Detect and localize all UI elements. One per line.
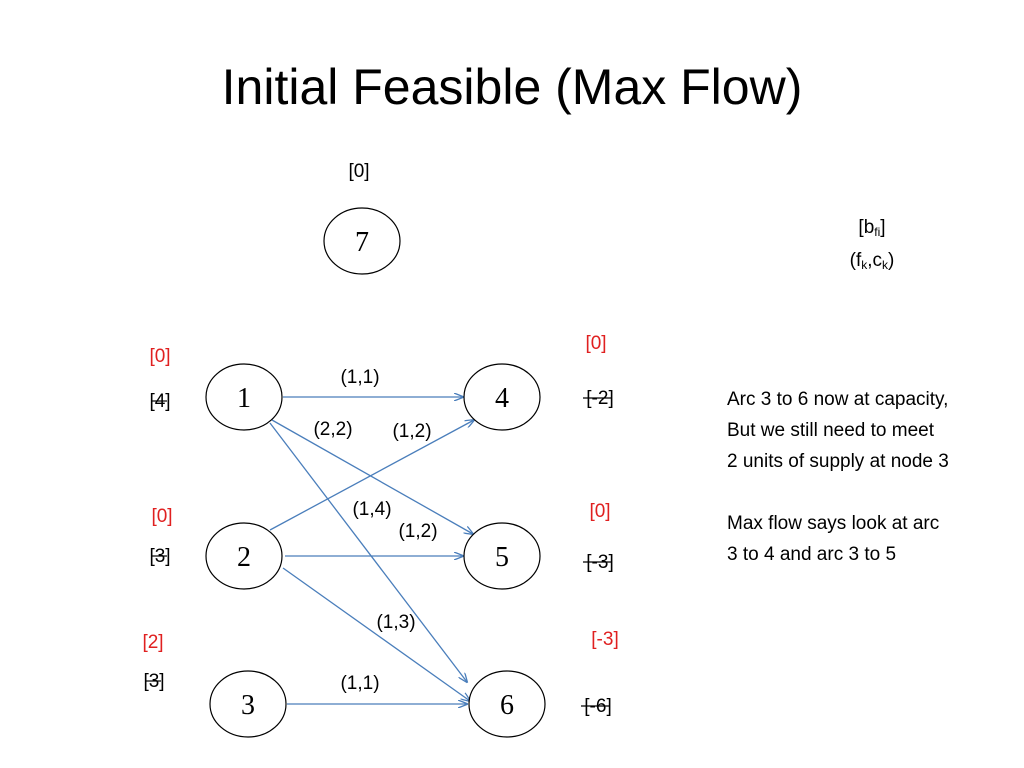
node-4-current-supply: [0] — [585, 333, 606, 354]
node-2-current-supply: [0] — [151, 506, 172, 527]
current-supply-labels: [0] [0] [0] [2] [0] [0] [-3] — [142, 161, 618, 653]
arc-2-6[interactable] — [282, 567, 470, 701]
node-4[interactable]: 4 — [463, 363, 541, 431]
node-3-current-supply: [2] — [142, 632, 163, 653]
node-7[interactable]: 7 — [323, 207, 401, 275]
node-7-label: 7 — [355, 227, 369, 258]
legend-supply: [bfi] — [858, 217, 885, 239]
slide-title: Initial Feasible (Max Flow) — [221, 59, 803, 115]
arc-2-4[interactable] — [269, 420, 474, 531]
arc-label-2-6: (1,3) — [376, 612, 415, 633]
arc-label-1-4: (1,1) — [340, 367, 379, 388]
node-2[interactable]: 2 — [205, 522, 283, 590]
note-line-2: But we still need to meet — [727, 420, 934, 441]
legend-arc: (fk,ck) — [850, 250, 895, 272]
node-6-current-supply: [-3] — [591, 629, 618, 650]
node-1-label: 1 — [237, 383, 251, 414]
arc-label-1-5: (1,2) — [398, 521, 437, 542]
arc-label-3-6: (1,1) — [340, 673, 379, 694]
note-spacer — [727, 477, 1017, 508]
explanation-note: Arc 3 to 6 now at capacity, But we still… — [727, 384, 1017, 570]
node-7-current-supply: [0] — [348, 161, 369, 182]
arc-label-1-6: (1,4) — [352, 499, 391, 520]
arc-1-5[interactable] — [271, 419, 473, 534]
note-line-5: 3 to 4 and arc 3 to 5 — [727, 544, 897, 565]
original-supply-labels: [4] [3] [3] [-2] [-3] [-6] — [143, 388, 613, 717]
arc-label-2-4: (2,2) — [313, 419, 352, 440]
node-3-label: 3 — [241, 690, 255, 721]
node-6-label: 6 — [500, 690, 514, 721]
arc-labels: (1,1) (1,2) (1,4) (2,2) (1,2) (1,3) (1,1… — [313, 367, 437, 694]
node-5[interactable]: 5 — [463, 522, 541, 590]
arc-label-2-5: (1,2) — [392, 421, 431, 442]
node-4-label: 4 — [495, 383, 509, 414]
arcs-group — [269, 397, 474, 704]
nodes-group: 7 1 2 3 4 5 6 — [205, 207, 546, 738]
note-line-4: Max flow says look at arc — [727, 513, 940, 534]
node-3[interactable]: 3 — [209, 670, 287, 738]
node-1-current-supply: [0] — [149, 346, 170, 367]
note-line-3: 2 units of supply at node 3 — [727, 451, 949, 472]
node-2-label: 2 — [237, 542, 251, 573]
node-5-label: 5 — [495, 542, 509, 573]
node-6[interactable]: 6 — [468, 670, 546, 738]
arc-1-6[interactable] — [269, 422, 467, 682]
node-1[interactable]: 1 — [205, 363, 283, 431]
note-line-1: Arc 3 to 6 now at capacity, — [727, 389, 949, 410]
node-5-current-supply: [0] — [589, 501, 610, 522]
legend: [bfi] (fk,ck) — [850, 217, 895, 272]
